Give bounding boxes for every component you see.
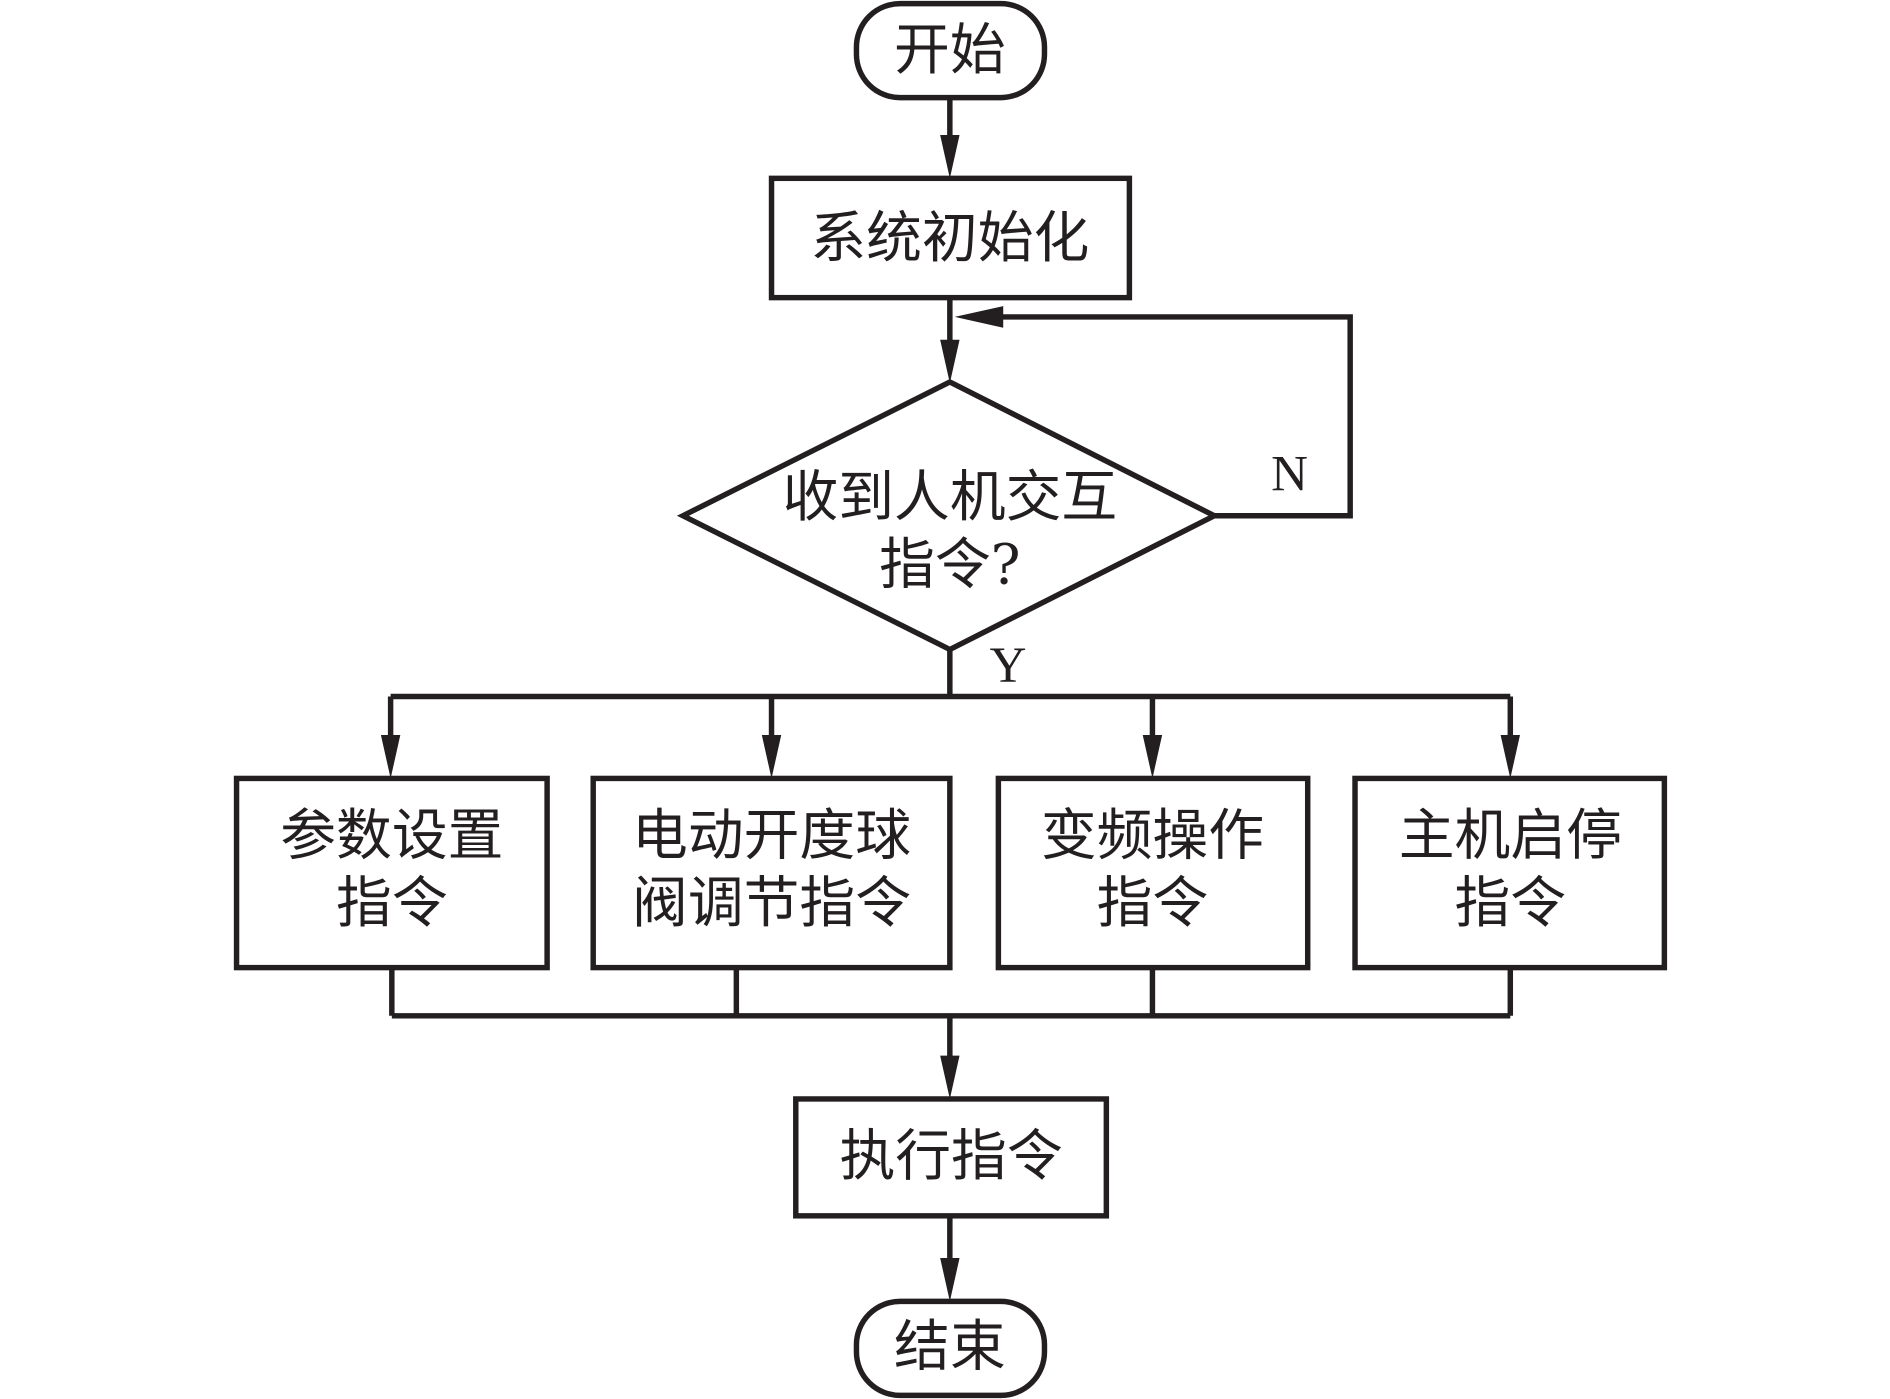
arrowhead	[761, 735, 782, 779]
decision-node: 收到人机交互 指令?	[676, 378, 1221, 653]
branch-label-line2: 指令	[1097, 871, 1209, 936]
branch-label-line1: 主机启停	[1399, 804, 1622, 869]
execute-node: 执行指令	[793, 1096, 1110, 1219]
branch-label-line1: 变频操作	[1041, 804, 1264, 869]
end-label: 结束	[894, 1315, 1006, 1380]
start-node: 开始	[853, 0, 1048, 101]
branch-label-line2: 指令	[336, 871, 448, 936]
branch-label-line2: 阀调节指令	[632, 871, 911, 936]
branch-label-line1: 电动开度球	[632, 804, 911, 869]
branch-valve-adjust: 电动开度球 阀调节指令	[590, 775, 953, 971]
edge-label-no: N	[1271, 446, 1308, 502]
arrowhead	[380, 735, 401, 779]
branch-param-setting: 参数设置 指令	[233, 775, 550, 971]
execute-label: 执行指令	[839, 1124, 1062, 1189]
decision-label-line1: 收到人机交互	[782, 465, 1117, 530]
merge-lines	[389, 967, 1514, 1019]
arrowhead	[940, 1055, 960, 1099]
arrowhead	[1500, 735, 1521, 779]
edge-label-yes: Y	[990, 637, 1027, 693]
branch-host-startstop: 主机启停 指令	[1352, 775, 1668, 971]
branch-frequency-op: 变频操作 指令	[995, 775, 1311, 971]
arrowhead	[954, 306, 1004, 328]
branch-label-line2: 指令	[1454, 871, 1566, 936]
start-label: 开始	[894, 18, 1006, 83]
init-node: 系统初始化	[768, 175, 1133, 301]
decision-label-line2: 指令?	[879, 533, 1021, 598]
arrowhead	[940, 1258, 960, 1302]
edge-no-loop	[1002, 314, 1353, 519]
end-node: 结束	[853, 1298, 1048, 1399]
arrowhead	[1142, 735, 1163, 779]
arrowhead	[940, 134, 960, 179]
branch-arrows	[380, 696, 1521, 779]
arrowhead	[940, 339, 960, 384]
init-label: 系统初始化	[810, 206, 1089, 271]
branch-label-line1: 参数设置	[280, 804, 503, 869]
